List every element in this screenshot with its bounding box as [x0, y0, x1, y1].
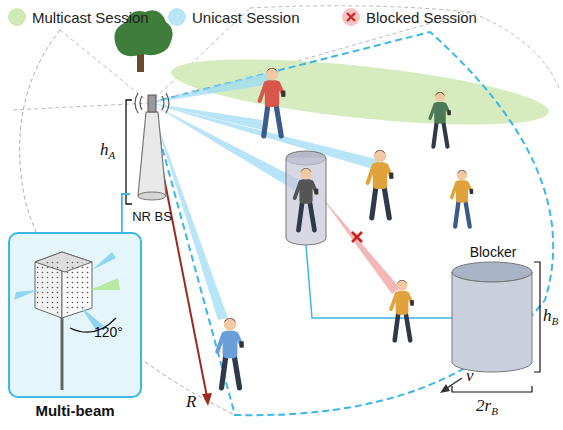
user-head: [374, 150, 386, 162]
user-leg: [455, 201, 458, 227]
user-head: [397, 280, 408, 291]
angle-label: 120°: [94, 324, 123, 340]
inset-pole: [61, 318, 64, 390]
node-box: Blocker: [448, 244, 538, 374]
antenna-dots: [64, 257, 90, 314]
inset-beam: [90, 278, 120, 290]
bs-waves: [135, 93, 169, 113]
connector: [122, 194, 130, 232]
user-hair: [224, 318, 237, 323]
user-arm: [368, 165, 374, 182]
inset-title: Multi-beam: [35, 402, 114, 419]
height-bracket: [534, 262, 540, 372]
math-label: 2rB: [476, 396, 498, 417]
blocker-cylinder: [452, 272, 532, 372]
math-label: R: [186, 392, 196, 412]
legend-text: Unicast Session: [192, 9, 300, 26]
bs-antenna: [148, 95, 156, 112]
user-leg: [372, 187, 376, 218]
user-head: [224, 318, 237, 331]
user-leg: [222, 356, 226, 388]
user-head: [300, 168, 311, 179]
user-hair: [374, 150, 386, 155]
user-hair: [266, 68, 278, 73]
user-figure: [260, 68, 286, 136]
velocity-arrowhead: [440, 384, 450, 393]
node-box: NR BS: [130, 92, 174, 224]
blocked-cross: [347, 13, 355, 21]
user-leg: [298, 202, 302, 230]
user-hair: [300, 168, 311, 173]
user-arm: [452, 183, 457, 198]
user-head: [457, 170, 467, 180]
user-leg: [234, 356, 239, 388]
user-phone: [389, 173, 393, 179]
blocked-cross: [342, 8, 360, 26]
user-leg: [406, 313, 411, 340]
user-leg: [443, 122, 447, 147]
inset-beam: [92, 252, 116, 270]
math-label: hA: [100, 140, 115, 161]
height-bracket: [126, 100, 132, 204]
user-figure: [430, 92, 451, 147]
user-figure: [295, 168, 319, 230]
user-leg: [433, 122, 436, 147]
antenna-dots: [37, 257, 60, 314]
legend-item: Multicast Session: [8, 8, 149, 26]
blocker-link: [306, 245, 452, 318]
legend-swatch: [168, 8, 186, 26]
user-hair: [397, 280, 408, 285]
user-phone: [447, 110, 450, 115]
inset-panel: [8, 232, 142, 398]
diameter-bracket: [452, 386, 532, 392]
user-figure: [452, 170, 473, 227]
user-phone: [281, 91, 285, 97]
user-leg: [395, 313, 399, 340]
legend-text: Multicast Session: [32, 9, 149, 26]
blocked-mark: [352, 232, 362, 242]
bs-label: NR BS: [132, 209, 172, 224]
user-phone: [314, 189, 318, 195]
math-label: hB: [543, 306, 558, 327]
legend-text: Blocked Session: [366, 9, 477, 26]
user-figure: [368, 150, 394, 218]
users: [217, 68, 473, 388]
math-label: v: [466, 366, 474, 386]
user-arm: [391, 294, 396, 310]
legend-swatch: [342, 8, 360, 26]
legend-item: Unicast Session: [168, 8, 300, 26]
user-figure: [217, 318, 243, 388]
user-phone: [240, 341, 244, 347]
user-arm: [217, 334, 223, 352]
blocker-label: Blocker: [470, 244, 517, 260]
user-leg: [310, 202, 315, 230]
user-head: [266, 68, 278, 80]
bs-tower: [138, 112, 166, 196]
legend-swatch: [8, 8, 26, 26]
small-blocker: [286, 158, 326, 245]
user-phone: [410, 300, 414, 305]
legend-item: Blocked Session: [342, 8, 477, 26]
user-head: [435, 92, 445, 102]
user-phone: [470, 189, 473, 194]
user-arm: [430, 104, 435, 118]
radius-arrowhead: [202, 393, 212, 406]
user-leg: [465, 201, 469, 227]
user-arm: [295, 182, 301, 198]
inset-box: 120°Multi-beam: [8, 232, 142, 398]
sector-boundary: [150, 32, 553, 415]
user-figure: [391, 280, 414, 340]
user-hair: [435, 92, 445, 96]
user-leg: [276, 105, 281, 136]
user-hair: [457, 170, 467, 174]
bs-tower-base: [138, 192, 166, 200]
user-leg: [264, 105, 268, 136]
user-arm: [260, 83, 266, 100]
user-leg: [384, 187, 389, 218]
inset-beam: [14, 290, 38, 300]
